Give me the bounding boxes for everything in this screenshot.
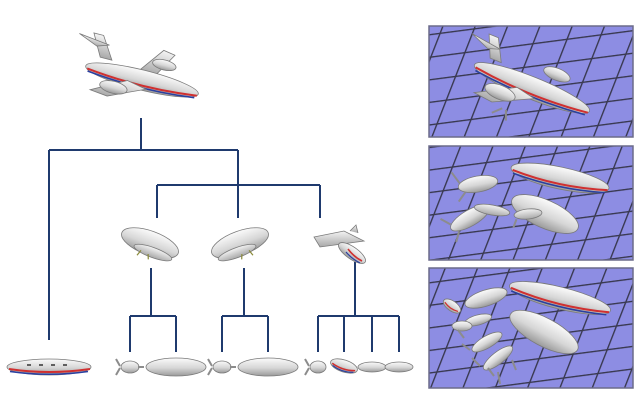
root-airplane xyxy=(79,32,199,99)
left-wing-assembly xyxy=(121,227,179,262)
leaf-left-prop xyxy=(115,358,144,376)
root-stripe-red xyxy=(86,67,197,97)
root-engine xyxy=(99,80,128,95)
leaf-fuselage xyxy=(6,358,92,376)
tree-connectors xyxy=(48,118,400,352)
right-wing-assembly xyxy=(211,227,269,262)
panel-assembled-view xyxy=(428,25,634,138)
root-engine-far xyxy=(152,58,177,72)
tail-fuselage-assembly xyxy=(313,224,366,264)
leaf-fuselage-mid xyxy=(330,358,358,374)
leaf-right-wing xyxy=(237,357,299,377)
leaf-front-prop xyxy=(304,358,327,376)
leaf-right-prop xyxy=(207,358,236,376)
root-tail-plane xyxy=(79,33,110,47)
leaf-fin-2 xyxy=(384,361,414,373)
leaf-fin-1 xyxy=(357,361,387,373)
panel-exploded-level-1 xyxy=(428,145,634,261)
panel-exploded-level-2 xyxy=(428,267,634,389)
leaf-left-wing xyxy=(145,357,207,377)
root-tail-fin xyxy=(93,32,113,61)
